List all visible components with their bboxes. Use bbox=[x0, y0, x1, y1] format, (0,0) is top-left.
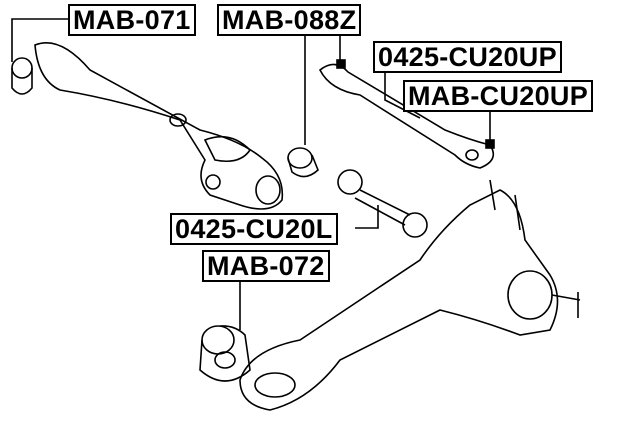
label-0425-cu20l: 0425-CU20L bbox=[170, 213, 338, 245]
leader-lines bbox=[11, 18, 491, 330]
label-mab-072: MAB-072 bbox=[202, 250, 330, 282]
label-mab-cu20up: MAB-CU20UP bbox=[403, 80, 594, 112]
label-mab-088z: MAB-088Z bbox=[217, 4, 362, 36]
bushing-mab-071 bbox=[11, 57, 33, 95]
trailing-arm bbox=[239, 179, 581, 411]
label-mab-071: MAB-071 bbox=[68, 4, 196, 36]
lower-control-arm bbox=[34, 41, 284, 210]
lateral-link bbox=[337, 169, 428, 238]
upper-link bbox=[318, 59, 495, 169]
bushing-mab-072 bbox=[199, 325, 251, 382]
label-0425-cu20up: 0425-CU20UP bbox=[373, 41, 562, 73]
bushing-mab-088z bbox=[287, 147, 319, 178]
